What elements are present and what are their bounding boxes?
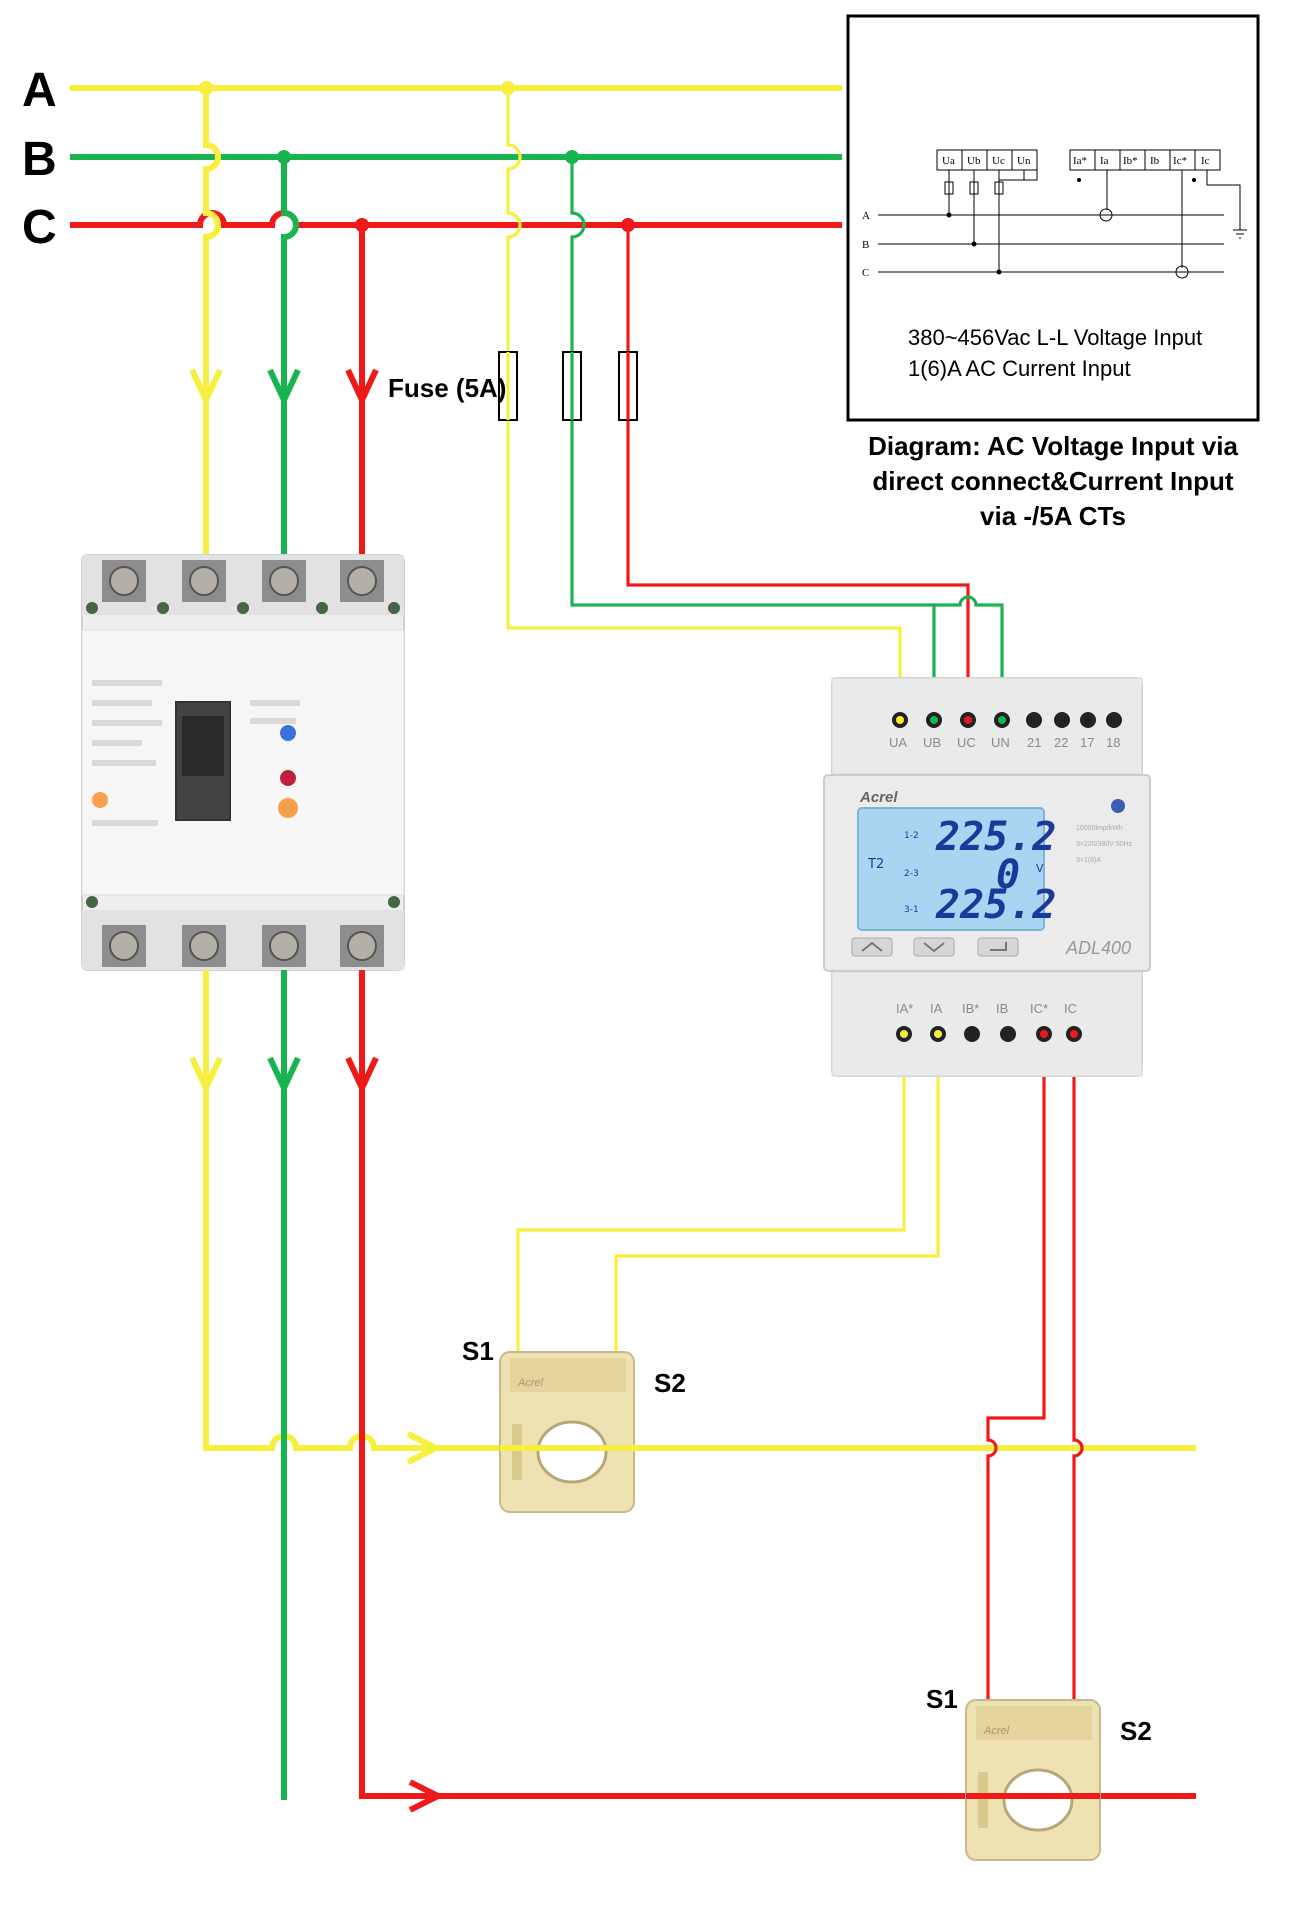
bus-c bbox=[70, 210, 842, 228]
meter-buttons bbox=[851, 937, 1019, 957]
ct-lower-s2: S2 bbox=[1120, 1716, 1152, 1746]
svg-text:Ub: Ub bbox=[967, 155, 981, 167]
svg-text:Ia*: Ia* bbox=[1073, 155, 1087, 167]
meter-brand: Acrel bbox=[859, 789, 898, 806]
svg-text:Acrel: Acrel bbox=[517, 1377, 544, 1389]
svg-text:direct connect&Current Input: direct connect&Current Input bbox=[872, 466, 1233, 496]
svg-text:A: A bbox=[862, 210, 870, 222]
svg-text:225.2: 225.2 bbox=[935, 882, 1056, 928]
inset-voltage-block: Ua Ub Uc Un bbox=[936, 149, 1038, 171]
bus-label-a: A bbox=[22, 64, 57, 117]
svg-text:Ua: Ua bbox=[942, 155, 955, 167]
current-transformer-lower: Acrel S1 S2 bbox=[926, 1684, 1152, 1861]
svg-text:V: V bbox=[1036, 862, 1044, 875]
svg-text:UB: UB bbox=[923, 735, 941, 750]
bus-label-c: C bbox=[22, 201, 57, 254]
svg-text:3-1: 3-1 bbox=[904, 905, 919, 915]
svg-text:IB: IB bbox=[996, 1001, 1008, 1016]
inset-spec-voltage: 380~456Vac L-L Voltage Input bbox=[908, 325, 1202, 350]
svg-text:UC: UC bbox=[957, 735, 976, 750]
fuse-label: Fuse (5A) bbox=[388, 373, 506, 403]
breaker-top-screws bbox=[102, 560, 384, 602]
ct-secondary-wires bbox=[516, 1040, 1084, 1712]
svg-text:C: C bbox=[862, 267, 869, 279]
svg-text:UA: UA bbox=[889, 735, 907, 750]
circuit-breaker bbox=[81, 554, 405, 971]
svg-text:22: 22 bbox=[1054, 735, 1068, 750]
svg-text:1-2: 1-2 bbox=[904, 831, 919, 841]
svg-text:UN: UN bbox=[991, 735, 1010, 750]
meter-down-button[interactable] bbox=[913, 937, 955, 957]
load-wires bbox=[189, 970, 1196, 1813]
svg-text:Un: Un bbox=[1017, 155, 1031, 167]
diagram-caption: Diagram: AC Voltage Input via direct con… bbox=[868, 431, 1238, 531]
svg-text:IA*: IA* bbox=[896, 1001, 913, 1016]
bus-label-b: B bbox=[22, 133, 57, 186]
inset-current-block: Ia* Ia Ib* Ib Ic* Ic bbox=[1069, 149, 1221, 171]
fuses: Fuse (5A) bbox=[388, 351, 638, 421]
svg-text:IA: IA bbox=[930, 1001, 943, 1016]
svg-text:Ia: Ia bbox=[1100, 155, 1109, 167]
meter-model: ADL400 bbox=[1065, 938, 1131, 958]
meter-enter-button[interactable] bbox=[977, 937, 1019, 957]
svg-text:Uc: Uc bbox=[992, 155, 1005, 167]
svg-text:Ic*: Ic* bbox=[1173, 155, 1187, 167]
svg-text:18: 18 bbox=[1106, 735, 1120, 750]
meter-bottom-terminals: IA* IA IB* IB IC* IC bbox=[896, 1001, 1082, 1042]
svg-text:Acrel: Acrel bbox=[983, 1725, 1010, 1737]
svg-text:Diagram: AC Voltage Input via: Diagram: AC Voltage Input via bbox=[868, 431, 1238, 461]
ct-upper-s1: S1 bbox=[462, 1336, 494, 1366]
svg-text:2-3: 2-3 bbox=[904, 869, 919, 879]
svg-text:B: B bbox=[862, 239, 869, 251]
svg-text:21: 21 bbox=[1027, 735, 1041, 750]
svg-text:Ic: Ic bbox=[1201, 155, 1210, 167]
breaker-bottom-screws bbox=[102, 925, 384, 967]
svg-text:T2: T2 bbox=[867, 857, 884, 872]
meter-top-terminals: UA UB UC UN 21 22 17 18 bbox=[889, 712, 1122, 750]
bus-bars: A B C bbox=[22, 64, 842, 254]
breaker-feed-wires bbox=[189, 81, 379, 560]
inset-schematic: Ua Ub Uc Un Ia* Ia Ib* Ib Ic* Ic A B C bbox=[846, 14, 1260, 422]
svg-text:IC*: IC* bbox=[1030, 1001, 1048, 1016]
svg-text:0: 0 bbox=[996, 852, 1020, 898]
svg-text:Ib*: Ib* bbox=[1123, 155, 1138, 167]
svg-text:IB*: IB* bbox=[962, 1001, 979, 1016]
ct-lower-s1: S1 bbox=[926, 1684, 958, 1714]
svg-text:225.2: 225.2 bbox=[935, 814, 1056, 860]
svg-text:10000imp/kWh: 10000imp/kWh bbox=[1076, 825, 1123, 832]
svg-text:via -/5A CTs: via -/5A CTs bbox=[980, 501, 1126, 531]
svg-text:3×1(6)A: 3×1(6)A bbox=[1076, 857, 1101, 864]
svg-text:3×220/380V 50Hz: 3×220/380V 50Hz bbox=[1076, 841, 1133, 848]
svg-text:Ib: Ib bbox=[1150, 155, 1160, 167]
meter-lcd: 225.2 0 225.2 1-2 2-3 3-1 T2 V bbox=[857, 807, 1056, 931]
meter-up-button[interactable] bbox=[851, 937, 893, 957]
svg-text:17: 17 bbox=[1080, 735, 1094, 750]
ct-upper-s2: S2 bbox=[654, 1368, 686, 1398]
current-transformer-upper: Acrel S1 S2 bbox=[462, 1336, 686, 1513]
svg-text:IC: IC bbox=[1064, 1001, 1077, 1016]
energy-meter: UA UB UC UN 21 22 17 18 Acrel 225.2 0 22… bbox=[823, 677, 1151, 1077]
inset-spec-current: 1(6)A AC Current Input bbox=[908, 356, 1131, 381]
